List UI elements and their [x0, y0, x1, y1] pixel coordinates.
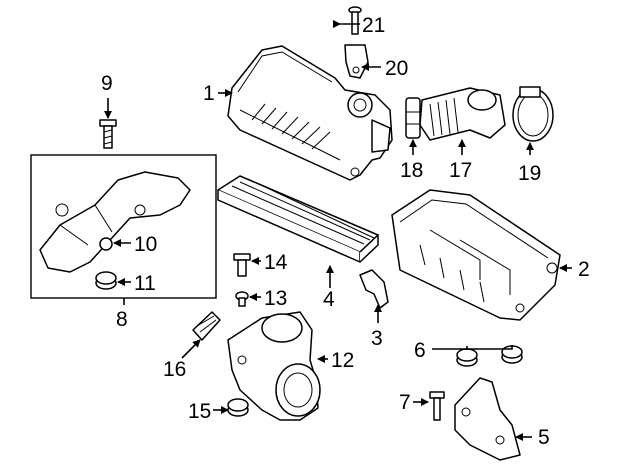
sensor-part — [344, 44, 369, 79]
grommet-pair-part-6 — [456, 345, 523, 367]
bolt-part-13 — [235, 291, 249, 307]
sleeve-part-16 — [192, 311, 221, 341]
grommet-part-11 — [95, 271, 117, 290]
throttle-housing-part — [227, 311, 321, 421]
leader-lines — [104, 20, 572, 441]
callout-4: 4 — [323, 288, 335, 311]
callout-16: 16 — [163, 358, 186, 381]
upper-cover-part — [227, 45, 393, 181]
callout-15: 15 — [188, 400, 211, 423]
callout-8: 8 — [116, 308, 128, 331]
intake-duct-part — [419, 87, 506, 141]
callout-5: 5 — [538, 426, 550, 449]
callout-1: 1 — [203, 82, 215, 105]
hose-clamp-part-18 — [405, 97, 421, 139]
callout-7: 7 — [399, 391, 411, 414]
bolt-part-14 — [233, 253, 251, 277]
grommet-part-10 — [99, 237, 113, 251]
callout-13: 13 — [264, 287, 287, 310]
air-filter-element-part — [217, 175, 379, 263]
callout-14: 14 — [264, 251, 288, 274]
callout-19: 19 — [518, 162, 541, 185]
callout-21: 21 — [362, 14, 385, 37]
hose-clamp-part-19 — [512, 86, 554, 142]
bracket-part-3 — [359, 269, 389, 309]
callout-labels: 1 2 3 4 5 6 7 8 9 10 11 12 13 14 15 16 1… — [101, 14, 590, 449]
callout-10: 10 — [134, 233, 157, 256]
callout-3: 3 — [371, 327, 383, 350]
callout-12: 12 — [331, 349, 354, 372]
callout-17: 17 — [449, 159, 472, 182]
grommet-part-15 — [227, 398, 249, 417]
callout-20: 20 — [385, 57, 408, 80]
bolt-part-7 — [429, 391, 445, 421]
callout-6: 6 — [414, 339, 426, 362]
callout-11: 11 — [134, 272, 156, 295]
bolt-part-9 — [99, 119, 117, 149]
lower-tray-part — [391, 189, 561, 321]
callout-18: 18 — [400, 159, 423, 182]
callout-2: 2 — [578, 258, 590, 281]
callout-9: 9 — [101, 72, 113, 95]
inlet-duct-part — [39, 171, 191, 273]
bracket-part-5 — [454, 377, 521, 461]
bolt-part-21 — [348, 6, 362, 35]
